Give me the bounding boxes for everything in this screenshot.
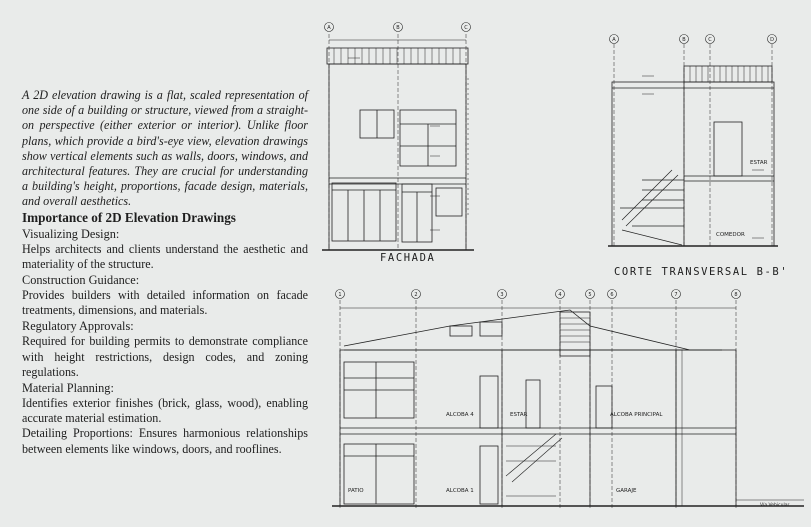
long-axis-2: 2 [414, 292, 417, 298]
intro-paragraph: A 2D elevation drawing is a flat, scaled… [22, 88, 308, 209]
long-axis-3: 3 [500, 292, 503, 298]
body-construction: Provides builders with detailed informat… [22, 288, 308, 318]
room-label-estar: ESTAR [750, 160, 768, 166]
subheading-material: Material Planning: [22, 381, 114, 396]
room-label-alcoba1: ALCOBA 1 [446, 488, 474, 494]
body-visualizing: Helps architects and clients understand … [22, 241, 308, 271]
corte-longitudinal-drawing: 1 2 3 4 5 6 7 8 ALCOBA 4 ESTAR ALCOBA PR… [332, 289, 804, 508]
corte-bb-drawing: A B C D ESTAR COMEDOR [608, 34, 778, 247]
corte-bb-axis-c: C [708, 37, 712, 43]
fachada-axis-c: C [464, 25, 468, 31]
fachada-axis-b: B [396, 25, 400, 31]
long-axis-8: 8 [734, 292, 737, 298]
subheading-detailing: Detailing Proportions: [22, 426, 133, 441]
article-text: A 2D elevation drawing is a flat, scaled… [22, 88, 308, 457]
street-label: Vía Vehicular [760, 501, 789, 508]
room-label-alcoba-principal: ALCOBA PRINCIPAL [610, 412, 663, 418]
subheading-visualizing: Visualizing Design: [22, 226, 120, 241]
fachada-axis-a: A [327, 25, 331, 31]
long-axis-5: 5 [588, 292, 591, 298]
corte-bb-caption: CORTE TRANSVERSAL B-B' [614, 266, 789, 278]
fachada-axis-bubbles: A B C [324, 22, 471, 32]
subheading-regulatory: Regulatory Approvals: [22, 319, 134, 334]
corte-bb-axis-b: B [682, 37, 686, 43]
long-axis-7: 7 [674, 292, 677, 298]
paragraph-detailing: Detailing Proportions: Ensures harmoniou… [22, 426, 308, 456]
long-axis-1: 1 [338, 292, 341, 298]
long-axis-6: 6 [610, 292, 613, 298]
corte-bb-axis-a: A [612, 37, 616, 43]
room-label-alcoba4: ALCOBA 4 [446, 412, 474, 418]
long-axis-4: 4 [558, 292, 561, 298]
fachada-drawing: A B C [322, 22, 474, 251]
body-detailing: Ensures harmonious relationships between… [22, 426, 309, 456]
room-label-estar-long: ESTAR [510, 412, 528, 418]
room-label-comedor: COMEDOR [716, 232, 745, 238]
subheading-construction: Construction Guidance: [22, 273, 140, 288]
corte-bb-axis-d: D [770, 37, 774, 43]
room-label-garaje: GARAJE [616, 488, 637, 494]
fachada-caption: FACHADA [380, 252, 436, 264]
body-regulatory: Required for building permits to demonst… [22, 334, 308, 379]
room-label-patio: PATIO [348, 488, 364, 494]
body-material: Identifies exterior finishes (brick, gla… [22, 396, 308, 426]
section-heading: Importance of 2D Elevation Drawings [22, 209, 236, 225]
